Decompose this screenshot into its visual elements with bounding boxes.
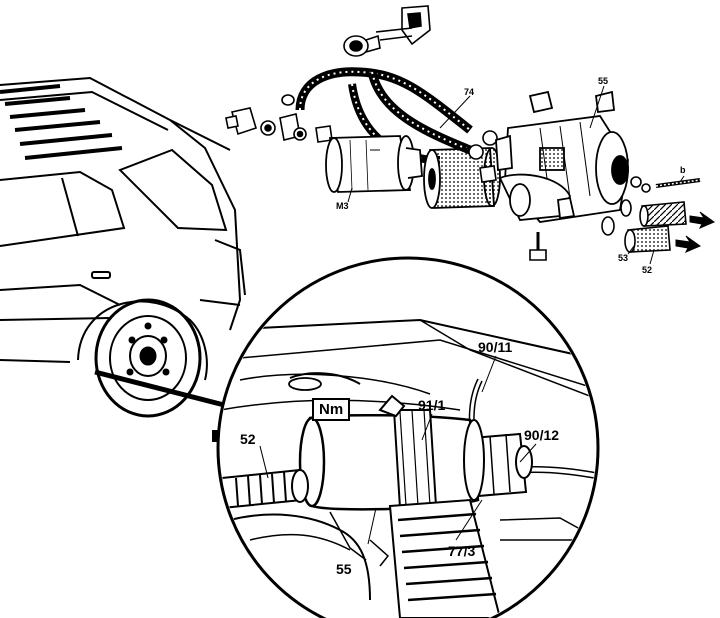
- detail-circle: [212, 256, 600, 618]
- torque-nm-icon: Nm: [312, 398, 351, 421]
- hose-clamps: [468, 130, 498, 183]
- callout-b: b: [680, 165, 686, 175]
- filter-element: [423, 147, 501, 209]
- detail-pointer-line: [94, 369, 229, 409]
- fuel-filter-housing-55: [495, 90, 629, 223]
- callout-77-3: 77/3: [448, 543, 476, 559]
- callout-74: 74: [464, 87, 475, 97]
- callout-52-top: 52: [642, 265, 653, 275]
- leader-lines-top: [347, 85, 685, 265]
- outlet-parts: [601, 176, 701, 253]
- arrow-right-icon: [675, 211, 716, 253]
- leader-lines-detail: [259, 355, 537, 545]
- rear-wheel: [94, 298, 202, 418]
- hose-fittings-left: [225, 94, 333, 143]
- callout-55-detail: 55: [336, 561, 352, 577]
- callout-53: 53: [618, 253, 629, 263]
- callout-52-detail: 52: [240, 431, 256, 447]
- fuel-pump-m3: [325, 135, 423, 193]
- callout-90-11: 90/11: [478, 339, 513, 355]
- electrical-connector: [343, 5, 431, 57]
- callout-55-top: 55: [598, 76, 609, 86]
- callout-90-12: 90/12: [524, 427, 560, 443]
- callout-m3: M3: [336, 201, 349, 211]
- mounting-bolt: [529, 232, 547, 261]
- callout-91-1: 91/1: [418, 397, 446, 413]
- vehicle-outline: [0, 76, 246, 381]
